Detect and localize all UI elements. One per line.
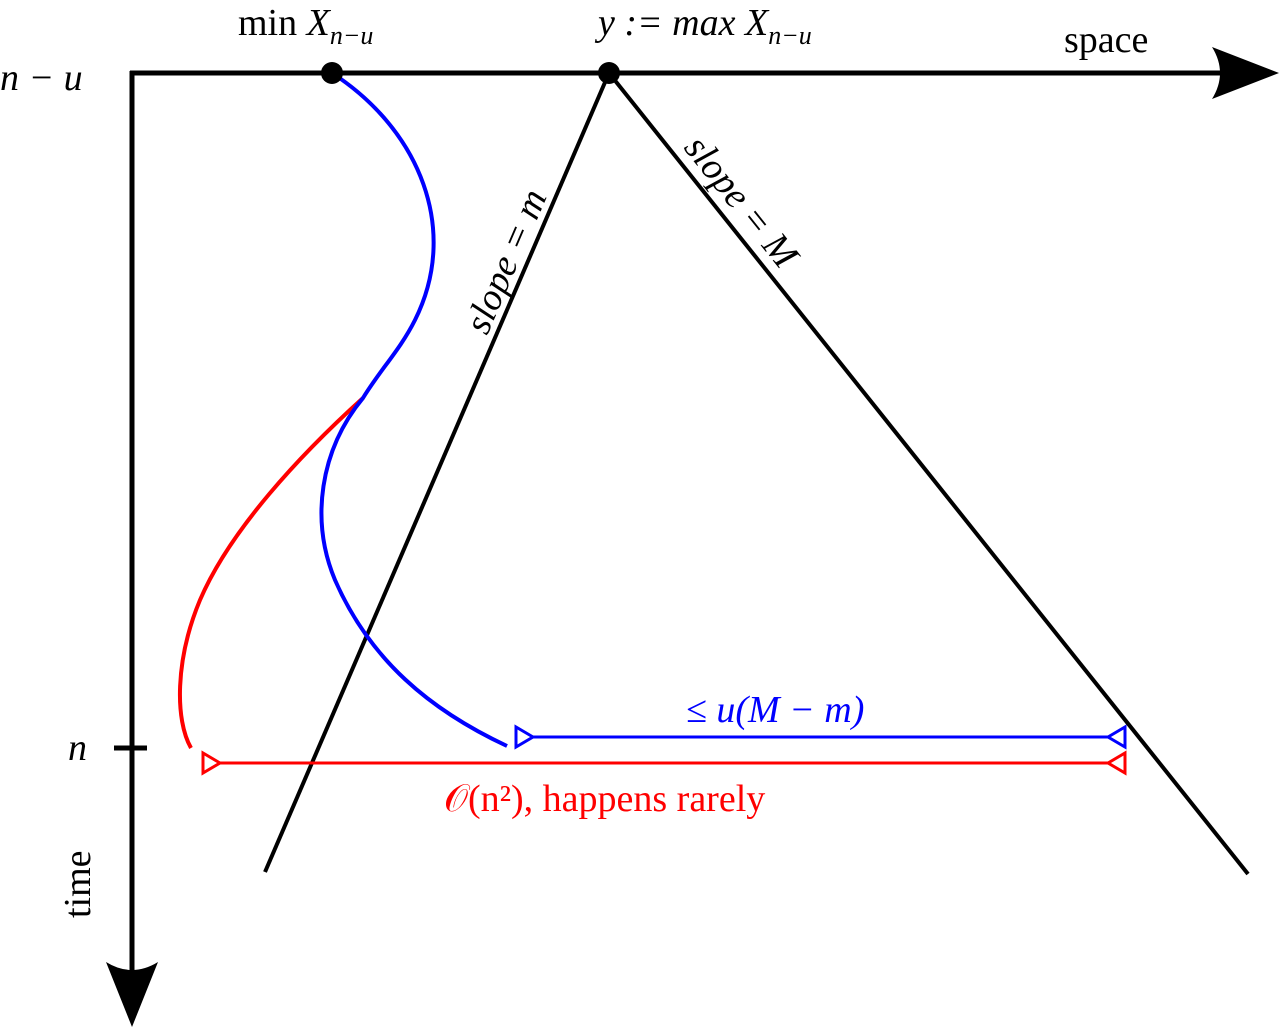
time-top-label: n − u <box>0 57 83 99</box>
min-point-label: min Xn−u <box>238 2 373 50</box>
red-trajectory <box>177 396 365 749</box>
blue-bound-left-head <box>514 724 536 750</box>
red-bound-label: 𝒪(n²), happens rarely <box>444 778 765 820</box>
min-point <box>321 62 343 84</box>
space-axis-arrowhead <box>1212 47 1279 99</box>
space-label: space <box>1064 19 1148 61</box>
slope-M-label: slope = M <box>676 127 808 277</box>
max-point-label: y := max Xn−u <box>594 2 812 50</box>
time-n-label: n <box>68 727 87 769</box>
slope-m-line <box>263 72 611 873</box>
max-point <box>598 62 620 84</box>
time-axis-arrowhead <box>106 962 158 1027</box>
red-bound-right-head <box>1105 750 1127 776</box>
blue-trajectory <box>319 71 508 748</box>
time-label: time <box>57 850 99 918</box>
red-bound-left-head <box>201 750 223 776</box>
slope-M-line <box>607 71 1250 876</box>
blue-bound-label: ≤ u(M − m) <box>686 689 864 731</box>
blue-bound-right-head <box>1105 724 1127 750</box>
